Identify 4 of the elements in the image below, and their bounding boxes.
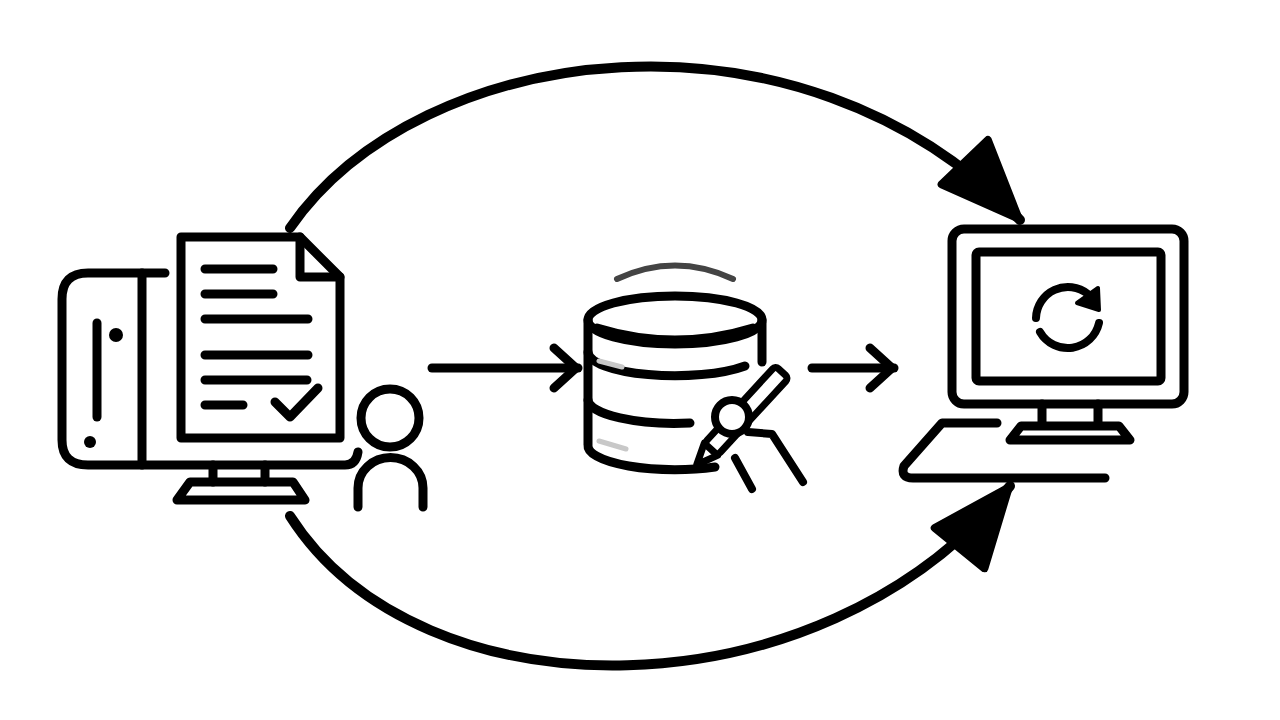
curved-arrow xyxy=(285,481,1015,671)
arrow xyxy=(807,343,899,393)
curved-arrow xyxy=(285,62,1025,233)
arrow xyxy=(427,343,583,393)
